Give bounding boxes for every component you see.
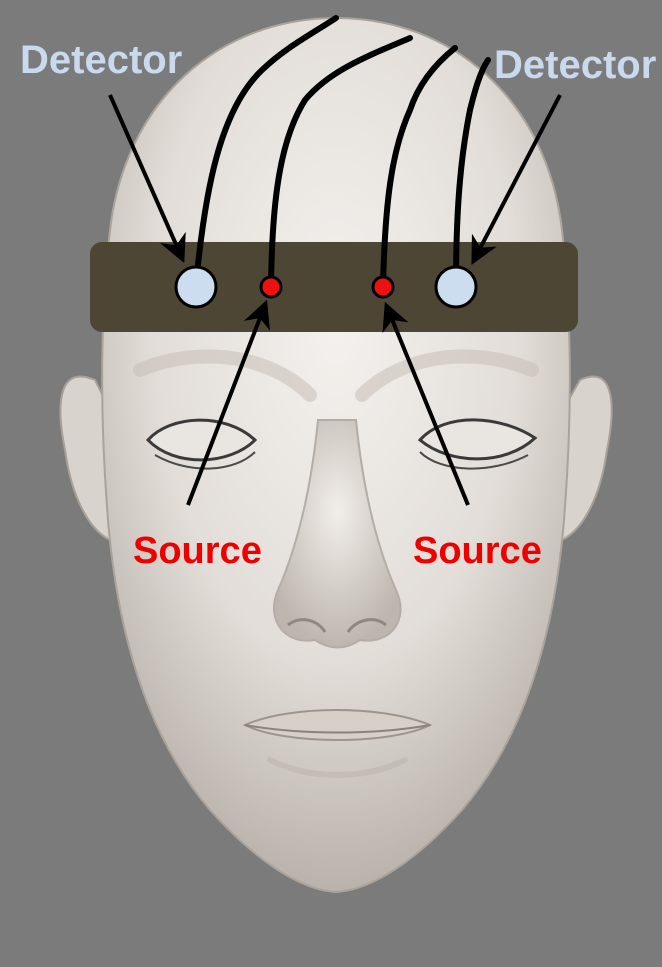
detector-left-icon bbox=[176, 267, 216, 307]
headband bbox=[90, 242, 578, 332]
detector-right-label: Detector bbox=[494, 45, 656, 85]
source-left-icon bbox=[261, 277, 281, 297]
source-left-label: Source bbox=[133, 532, 262, 570]
detector-right-icon bbox=[436, 267, 476, 307]
source-right-label: Source bbox=[413, 532, 542, 570]
detector-left-label: Detector bbox=[20, 40, 182, 80]
source-right-icon bbox=[373, 277, 393, 297]
